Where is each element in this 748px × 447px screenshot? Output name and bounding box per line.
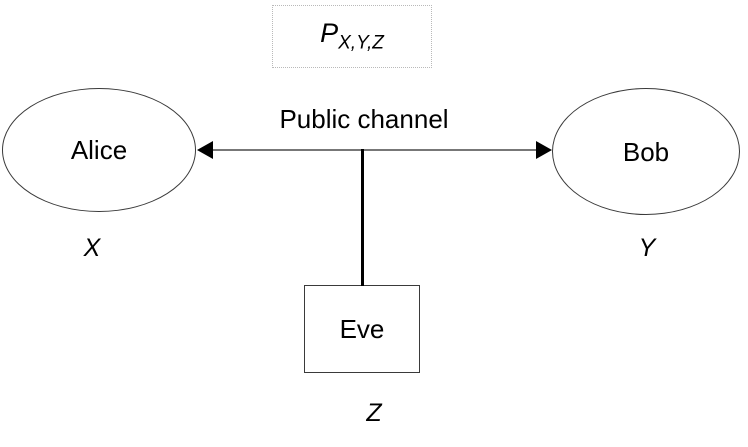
joint-distribution-symbol: P: [320, 18, 339, 49]
node-bob: Bob: [552, 88, 740, 215]
node-alice-label: Alice: [70, 135, 128, 165]
node-eve-label: Eve: [339, 314, 385, 344]
public-channel-caption: Public channel: [279, 104, 449, 134]
arrow-right-icon: [536, 141, 552, 159]
variable-label-y: Y: [638, 234, 656, 262]
joint-distribution-subscript: X,Y,Z: [338, 32, 384, 54]
variable-label-z: Z: [366, 399, 382, 427]
public-channel-line: [208, 149, 541, 151]
joint-distribution-label: PX,Y,Z: [320, 18, 384, 54]
joint-distribution-box: PX,Y,Z: [272, 5, 432, 68]
variable-label-x: X: [83, 234, 101, 262]
node-alice: Alice: [2, 88, 196, 212]
eavesdropper-tap-line: [361, 149, 364, 286]
node-bob-label: Bob: [622, 136, 670, 167]
arrow-left-icon: [197, 141, 213, 159]
node-eve: Eve: [304, 285, 420, 373]
